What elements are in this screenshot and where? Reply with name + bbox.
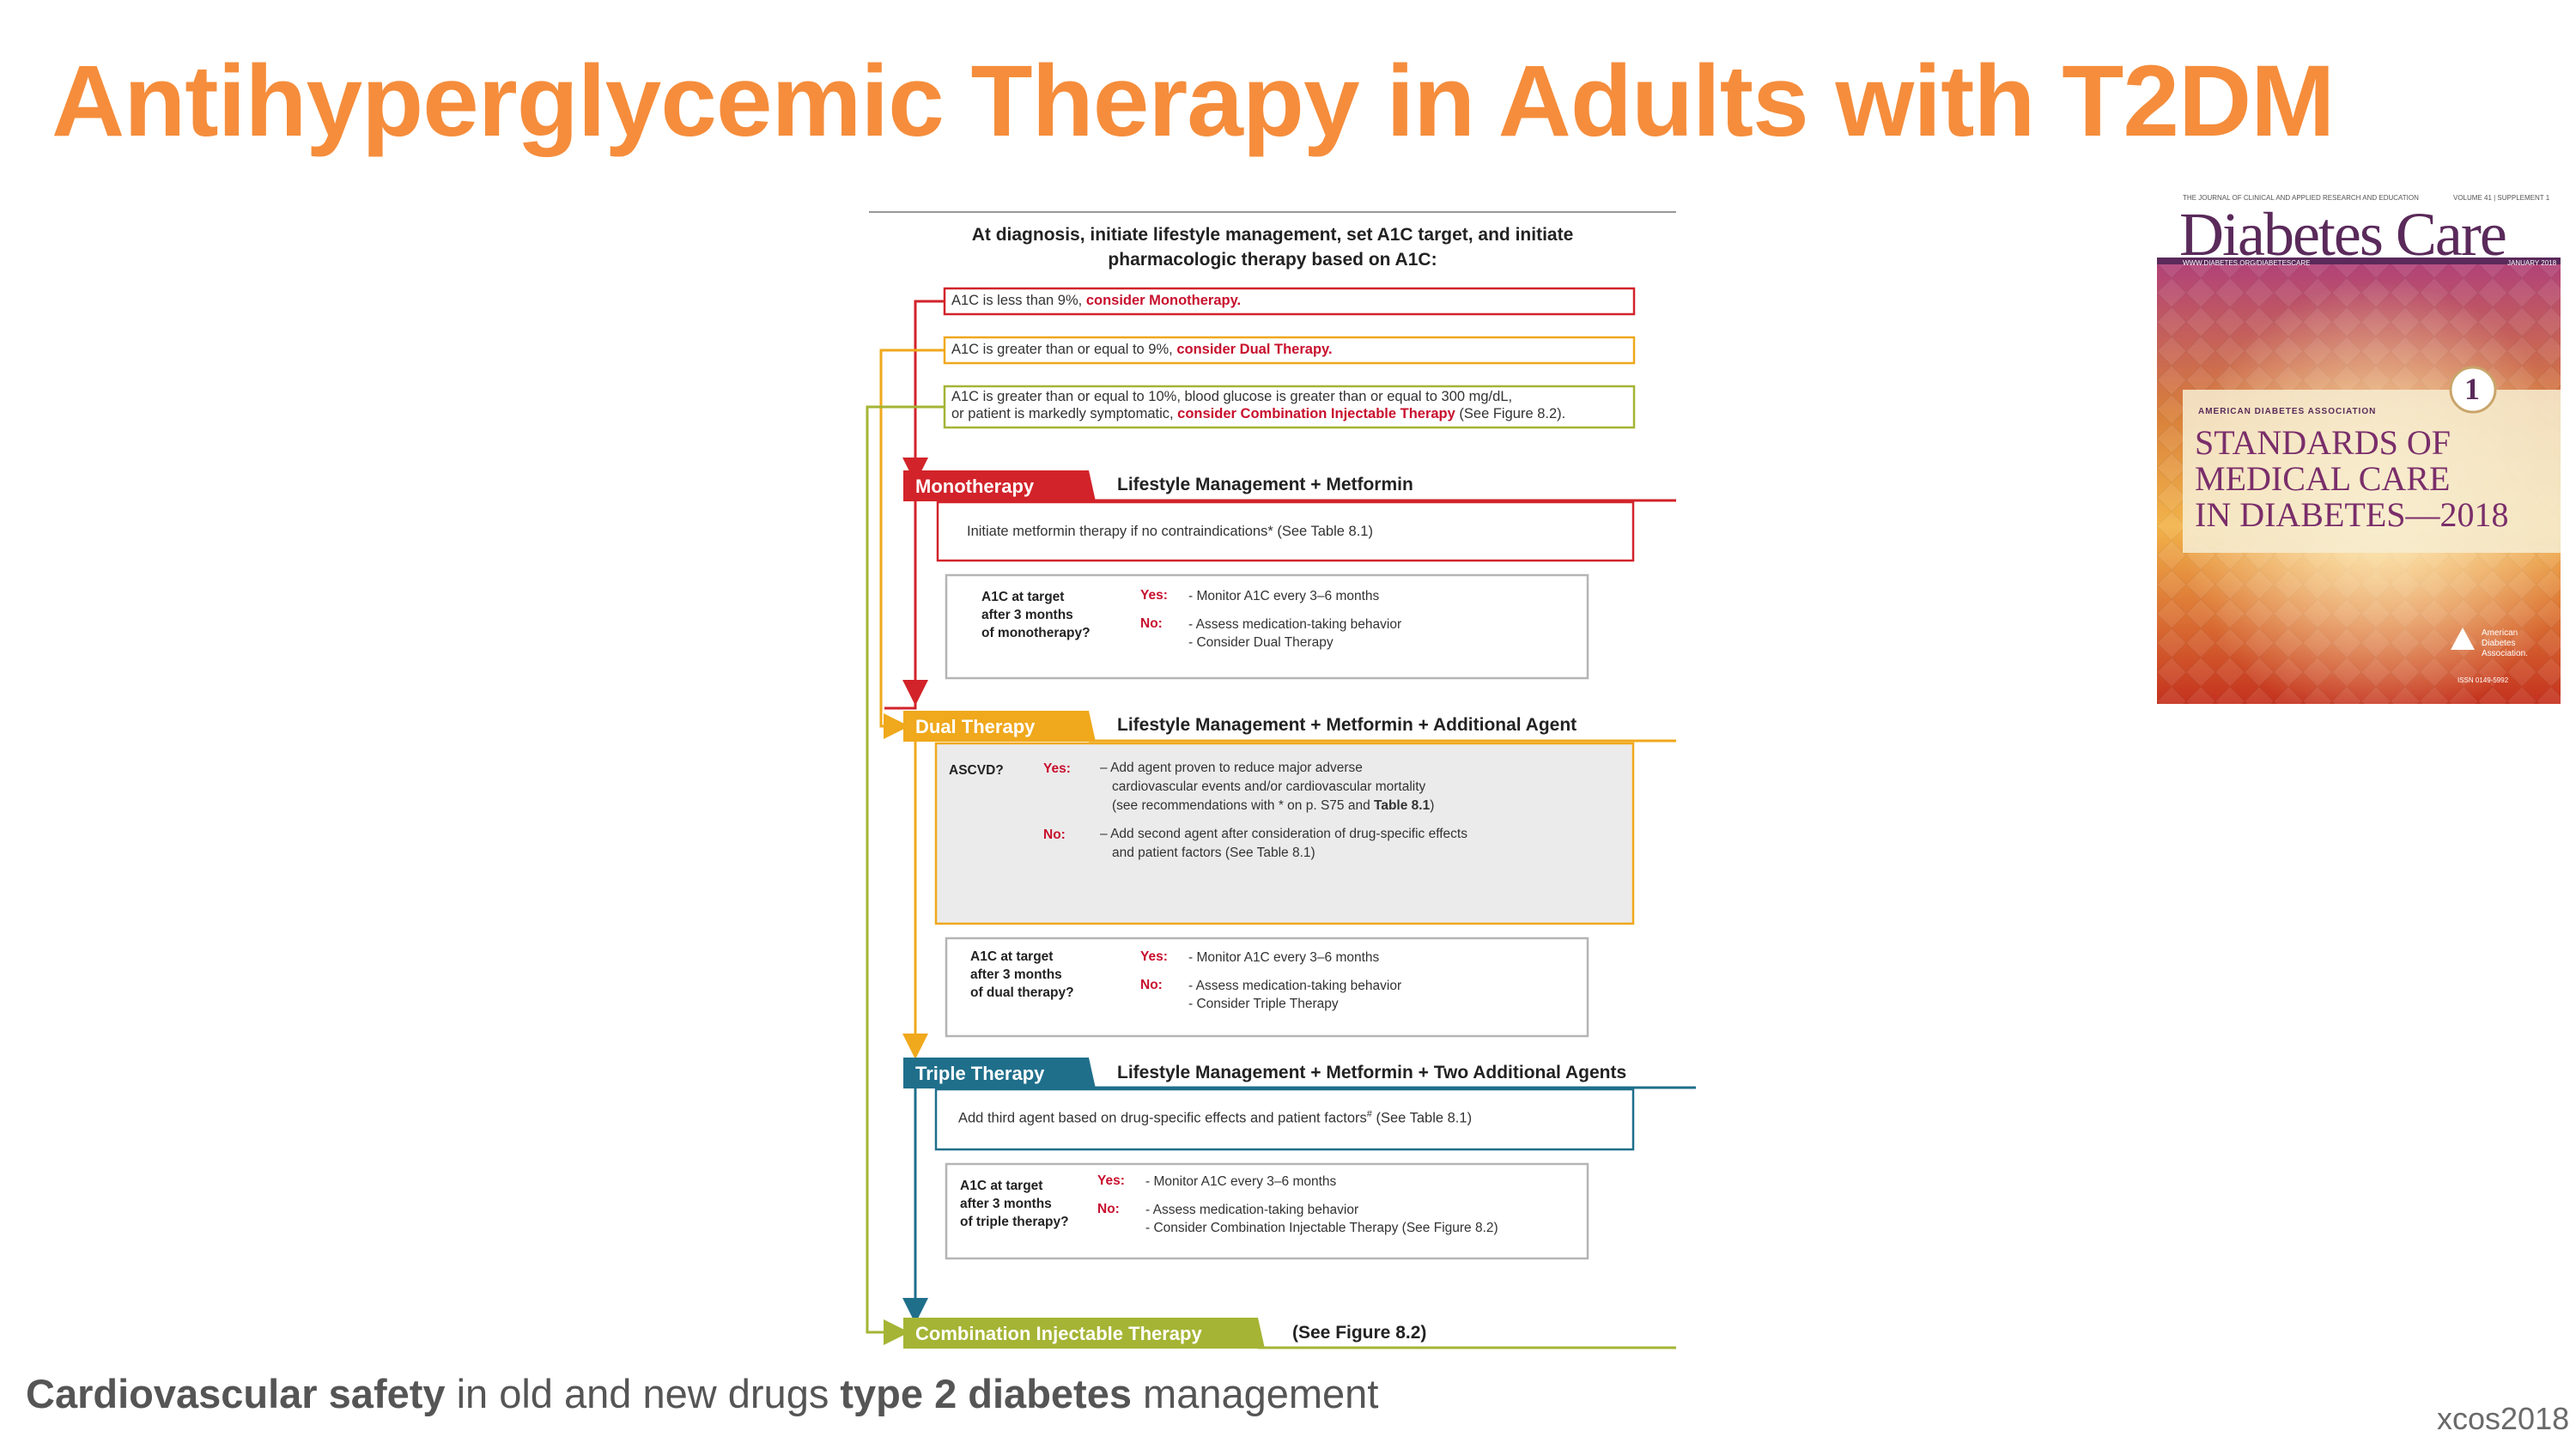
footer-text-2: management	[1131, 1371, 1379, 1416]
mono-question-1: A1C at target	[981, 590, 1065, 604]
cover-issn: ISSN 0149-5992	[2458, 676, 2509, 684]
mono-no-label: No:	[1140, 616, 1163, 631]
criteria-box-mono	[943, 287, 1636, 316]
cover-association: AMERICAN DIABETES ASSOCIATION	[2198, 407, 2377, 416]
monotherapy-check-box	[945, 573, 1589, 680]
triple-yes-label: Yes:	[1097, 1173, 1125, 1188]
dual-label-bg	[903, 711, 1096, 742]
cover-url: WWW.DIABETES.ORG/DIABETESCARE	[2183, 259, 2311, 267]
cover-standards-2: MEDICAL CARE	[2195, 459, 2451, 498]
journal-cover: THE JOURNAL OF CLINICAL AND APPLIED RESE…	[2157, 191, 2561, 704]
ascvd-no-label: No:	[1043, 828, 1066, 842]
criteria-box-dual	[943, 336, 1636, 365]
dual-question-1: A1C at target	[970, 949, 1054, 964]
triple-no-label: No:	[1097, 1202, 1120, 1216]
triple-therapy-label: Triple Therapy	[915, 1063, 1045, 1084]
ascvd-yes-text-2: cardiovascular events and/or cardiovascu…	[1112, 779, 1426, 794]
footer-bold-2: type 2 diabetes	[840, 1371, 1132, 1416]
dual-check-box	[945, 937, 1589, 1038]
flowchart-header-line2: pharmacologic therapy based on A1C:	[1108, 250, 1437, 270]
criteria-combo-text-line1: A1C is greater than or equal to 10%, blo…	[951, 389, 1513, 404]
criteria-mono-text: A1C is less than 9%, consider Monotherap…	[951, 293, 1242, 308]
cover-volume: VOLUME 41 | SUPPLEMENT 1	[2453, 194, 2550, 202]
monotherapy-note-box	[936, 500, 1635, 562]
triple-band-text: Lifestyle Management + Metformin + Two A…	[1117, 1063, 1627, 1082]
triple-yes-text: - Monitor A1C every 3–6 months	[1145, 1174, 1337, 1189]
cover-logo-text-2: Diabetes	[2482, 639, 2516, 648]
dual-no-label: No:	[1140, 978, 1163, 992]
dual-no-text-1: - Assess medication-taking behavior	[1188, 979, 1402, 993]
cover-logo-text-1: American	[2482, 628, 2518, 638]
ascvd-yes-text-3: (see recommendations with * on p. S75 an…	[1112, 798, 1435, 813]
monotherapy-label: Monotherapy	[915, 476, 1035, 497]
cover-logo-text-3: Association.	[2482, 649, 2528, 658]
slide-footer: Cardiovascular safety in old and new dru…	[26, 1370, 1378, 1417]
criteria-dual-text: A1C is greater than or equal to 9%, cons…	[951, 342, 1333, 357]
monotherapy-band-text: Lifestyle Management + Metformin	[1117, 475, 1413, 494]
combo-therapy-label: Combination Injectable Therapy	[915, 1323, 1202, 1344]
arrow-to-monotherapy	[902, 300, 945, 483]
cover-standards-1: STANDARDS OF	[2195, 423, 2451, 462]
journal-cover-art	[2157, 191, 2561, 704]
monotherapy-label-bg	[903, 470, 1096, 501]
mono-yes-label: Yes:	[1140, 588, 1168, 603]
triple-question-1: A1C at target	[960, 1179, 1043, 1193]
ascvd-no-text-1: – Add second agent after consideration o…	[1100, 827, 1467, 841]
arrow-to-dual-from-criteria	[879, 349, 945, 739]
mono-to-dual-line	[884, 501, 917, 710]
triple-note: Add third agent based on drug-specific e…	[958, 1109, 1473, 1126]
footer-right-tag: xcos2018	[2437, 1401, 2570, 1436]
cover-top-line: THE JOURNAL OF CLINICAL AND APPLIED RESE…	[2183, 194, 2419, 202]
footer-text-1: in old and new drugs	[445, 1371, 841, 1416]
mono-no-text-1: - Assess medication-taking behavior	[1188, 617, 1402, 632]
triple-question-2: after 3 months	[960, 1197, 1052, 1211]
dual-band-text: Lifestyle Management + Metformin + Addit…	[1117, 715, 1577, 735]
dual-yes-text: - Monitor A1C every 3–6 months	[1188, 950, 1380, 965]
mono-no-text-2: - Consider Dual Therapy	[1188, 635, 1334, 650]
arrow-to-combo-from-criteria	[866, 405, 945, 1345]
dual-therapy-label: Dual Therapy	[915, 716, 1036, 737]
dual-ascvd-box	[934, 742, 1635, 925]
triple-question-3: of triple therapy?	[960, 1215, 1069, 1229]
dual-no-text-2: - Consider Triple Therapy	[1188, 997, 1339, 1011]
dual-question-3: of dual therapy?	[970, 985, 1074, 1000]
criteria-combo-text-line2: or patient is markedly symptomatic, cons…	[951, 406, 1566, 421]
triple-note-box	[934, 1088, 1635, 1151]
mono-question-2: after 3 months	[981, 608, 1073, 622]
combo-band-text: (See Figure 8.2)	[1292, 1323, 1427, 1343]
cover-standards-3: IN DIABETES—2018	[2195, 495, 2509, 534]
monotherapy-note: Initiate metformin therapy if no contrai…	[967, 524, 1373, 539]
cover-month: JANUARY 2018	[2507, 259, 2557, 267]
ascvd-yes-text-1: – Add agent proven to reduce major adver…	[1100, 761, 1363, 775]
dual-question-2: after 3 months	[970, 967, 1062, 982]
criteria-box-combo	[943, 385, 1636, 429]
triple-label-bg	[903, 1058, 1096, 1088]
mono-yes-text: - Monitor A1C every 3–6 months	[1188, 589, 1380, 603]
footer-bold-1: Cardiovascular safety	[26, 1371, 446, 1416]
slide-title: Antihyperglycemic Therapy in Adults with…	[52, 45, 2335, 158]
mono-question-3: of monotherapy?	[981, 626, 1091, 640]
dual-yes-label: Yes:	[1140, 949, 1168, 964]
cover-masthead: Diabetes Care	[2179, 200, 2507, 269]
triple-no-text-1: - Assess medication-taking behavior	[1145, 1203, 1359, 1217]
flowchart-header-line1: At diagnosis, initiate lifestyle managem…	[971, 225, 1574, 245]
ascvd-yes-label: Yes:	[1043, 761, 1071, 776]
triple-check-box	[945, 1162, 1589, 1260]
combo-label-bg	[903, 1318, 1265, 1349]
triple-no-text-2: - Consider Combination Injectable Therap…	[1145, 1221, 1498, 1235]
ascvd-no-text-2: and patient factors (See Table 8.1)	[1112, 846, 1315, 860]
cover-supplement-number: 1	[2464, 372, 2480, 406]
ascvd-question: ASCVD?	[949, 763, 1004, 778]
